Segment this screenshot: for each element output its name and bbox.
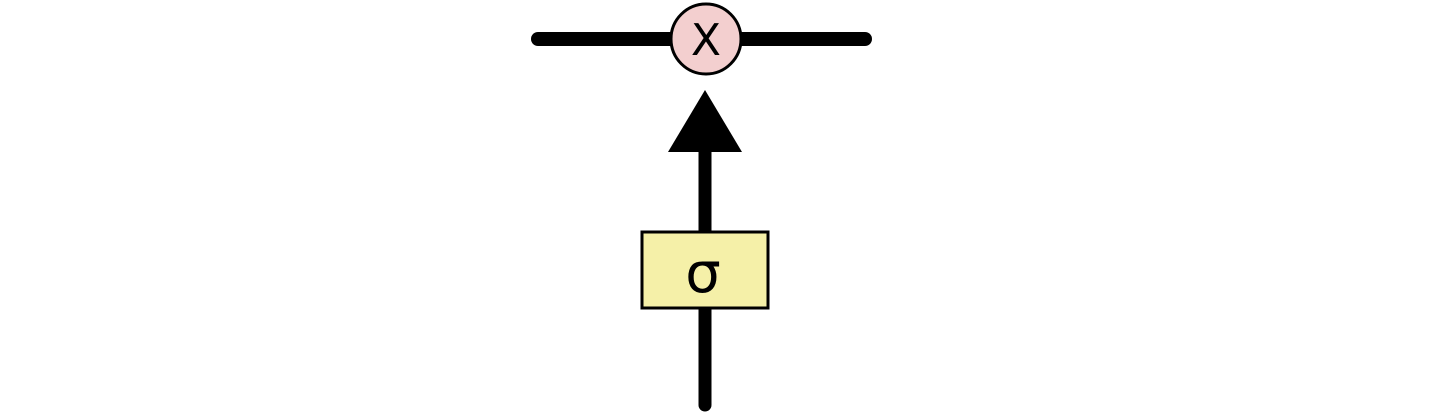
multiply-circle bbox=[669, 2, 743, 76]
arrow-up-icon bbox=[668, 90, 742, 152]
pointwise-multiply-node: X bbox=[669, 2, 743, 76]
multiply-symbol: X bbox=[691, 15, 721, 66]
sigmoid-rect bbox=[640, 230, 770, 310]
sigmoid-layer-box: σ bbox=[640, 230, 770, 310]
sigmoid-symbol: σ bbox=[685, 241, 721, 306]
